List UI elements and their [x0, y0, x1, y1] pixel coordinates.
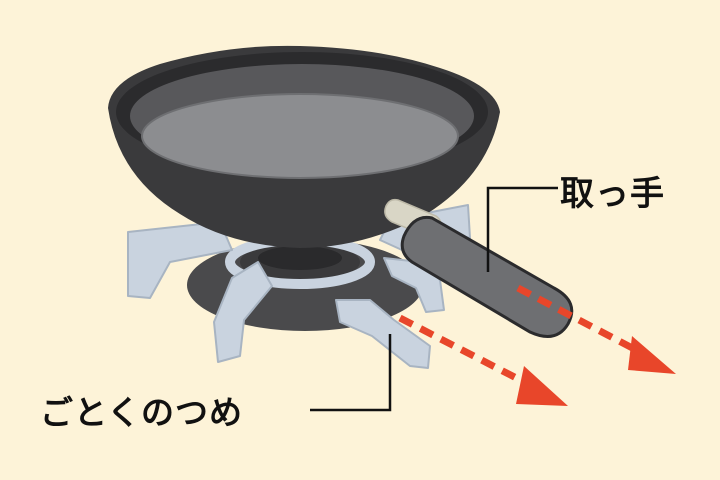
handle-grip	[400, 215, 574, 338]
trivet-claws-label: ごとくのつめ	[40, 393, 244, 432]
direction-arrows	[398, 284, 676, 406]
wok-bottom	[142, 94, 458, 178]
leader-lines	[310, 186, 558, 412]
arrow-claw-line	[398, 314, 530, 388]
wok-bottom-rim	[141, 93, 459, 179]
arrow-claw-head	[516, 366, 568, 406]
trivet-claw-front-left	[213, 261, 273, 363]
arrow-handle-head	[628, 336, 676, 374]
wok-handle	[384, 198, 574, 338]
trivet-claw-front-right	[335, 299, 431, 369]
wok	[108, 45, 500, 249]
leader-line-handle	[486, 186, 558, 272]
handle-label: 取っ手	[560, 174, 665, 214]
leader-line-trivet	[310, 334, 392, 412]
